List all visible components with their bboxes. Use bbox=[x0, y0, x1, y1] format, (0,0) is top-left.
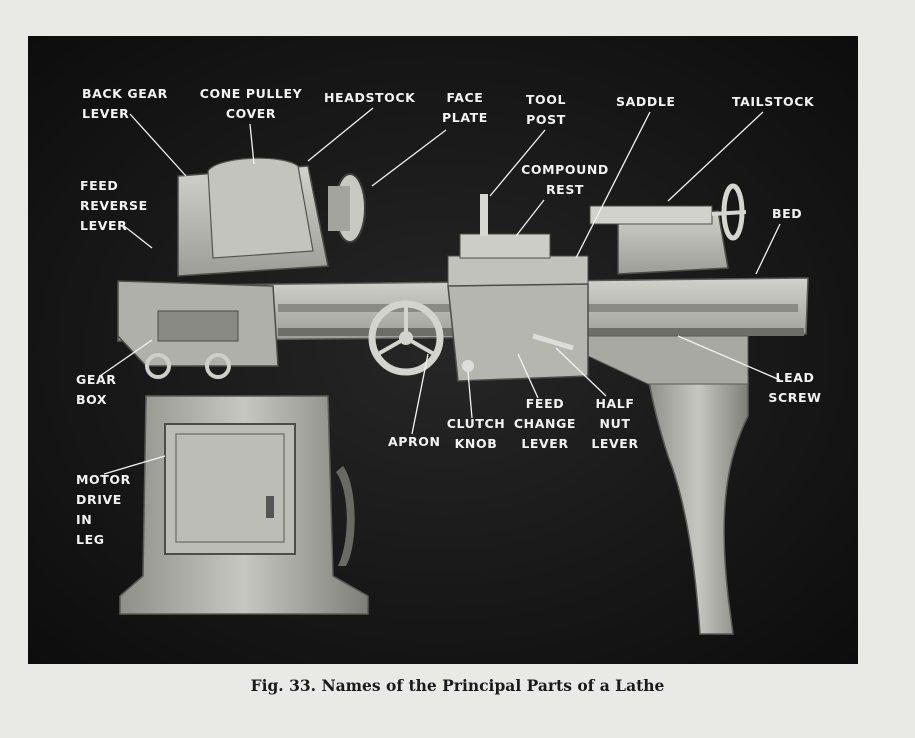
label-clutch-knob: CLUTCH KNOB bbox=[446, 416, 506, 451]
label-headstock: HEADSTOCK bbox=[324, 90, 416, 105]
label-motor-drive-in-leg: MOTOR DRIVE IN LEG bbox=[76, 472, 131, 547]
right-leg bbox=[647, 375, 749, 635]
label-lead-screw: LEAD SCREW bbox=[768, 370, 822, 405]
motor-access-door bbox=[164, 423, 296, 555]
compound-rest-block bbox=[459, 233, 551, 259]
carriage-saddle bbox=[447, 255, 589, 289]
label-face-plate: FACE PLATE bbox=[442, 90, 488, 125]
figure-caption: Fig. 33. Names of the Principal Parts of… bbox=[250, 676, 665, 695]
label-tailstock: TAILSTOCK bbox=[732, 94, 815, 109]
label-saddle: SADDLE bbox=[616, 94, 676, 109]
lathe-illustration bbox=[28, 36, 858, 664]
label-compound-rest: COMPOUND REST bbox=[521, 162, 609, 197]
carriage-handwheel bbox=[368, 300, 444, 376]
label-gear-box: GEAR BOX bbox=[76, 372, 117, 407]
label-back-gear-lever: BACK GEAR LEVER bbox=[82, 86, 168, 121]
lathe-photograph: BACK GEAR LEVER CONE PULLEY COVER HEADST… bbox=[28, 36, 858, 664]
label-bed: BED bbox=[772, 206, 803, 221]
label-apron: APRON bbox=[388, 434, 441, 449]
label-half-nut-lever: HALF NUT LEVER bbox=[591, 396, 639, 451]
label-feed-reverse-lever: FEED REVERSE LEVER bbox=[80, 178, 148, 233]
label-cone-pulley-cover: CONE PULLEY COVER bbox=[199, 86, 303, 121]
label-tool-post: TOOL POST bbox=[525, 92, 567, 127]
cone-pulley-cover-shape bbox=[207, 157, 314, 259]
label-feed-change-lever: FEED CHANGE LEVER bbox=[513, 396, 577, 451]
